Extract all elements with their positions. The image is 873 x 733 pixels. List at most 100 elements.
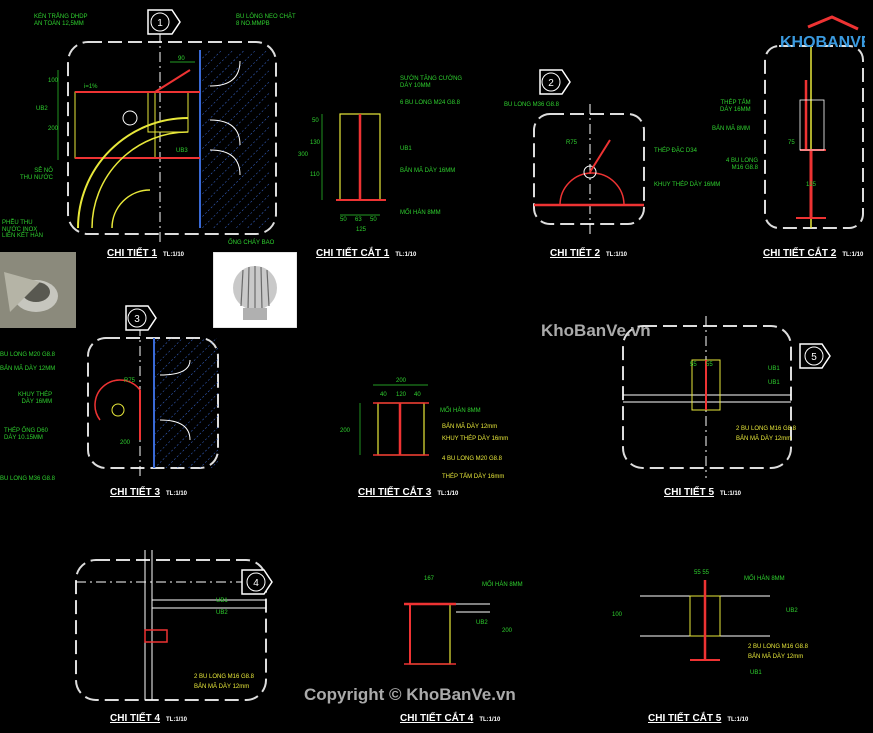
s3-dim-t1: 40 — [380, 392, 387, 398]
section-5-drawing — [640, 580, 770, 661]
s3-label-bulong: 4 BU LONG M20 G8.8 — [442, 456, 503, 462]
detail-4-drawing — [75, 550, 267, 701]
title-detail-3: CHI TIẾT 3 TL:1/10 — [110, 487, 187, 498]
d3-label-thepong-2: DÀY 10.15MM — [4, 434, 43, 441]
watermark: KhoBanVe.vn — [541, 321, 651, 340]
s1-label-ub1: UB1 — [400, 146, 412, 152]
logo-house-icon: KHOBANVE — [780, 15, 872, 51]
logo-text: KHOBANVE — [780, 34, 865, 51]
title-section-3-name: CHI TIẾT CẮT 3 — [358, 487, 432, 498]
title-section-1-scale: TL:1/10 — [395, 252, 417, 258]
s1-label-banma: BẢN MÃ DÀY 16MM — [400, 168, 456, 174]
d4-label-bulong: 2 BU LONG M16 G8.8 — [194, 674, 255, 680]
callout-4-number: 4 — [253, 578, 259, 589]
d3-dim-200: 200 — [120, 440, 131, 446]
d5-label-ub1b: UB1 — [768, 380, 780, 386]
callout-4: 4 — [241, 569, 273, 595]
turbine-vent-photo — [213, 252, 297, 328]
callout-1-number: 1 — [157, 18, 163, 29]
s1-label-bulong: 6 BU LONG M24 G8.8 — [400, 100, 461, 106]
s5-dim-top: 55 55 — [694, 570, 710, 576]
s1-dim-110: 110 — [310, 172, 320, 178]
s1-dim-b4: 125 — [356, 227, 367, 233]
s4-dim-top: 167 — [424, 576, 435, 582]
d2-dim-r75: R75 — [566, 140, 578, 146]
d2-label-khuy: KHUY THÉP DÀY 16MM — [654, 182, 721, 188]
title-detail-3-scale: TL:1/10 — [166, 491, 188, 497]
d4-label-ub2: UB2 — [216, 610, 228, 616]
s5-label-moihan: MỐI HÀN 8MM — [744, 576, 785, 582]
d5-dim-2: 55 — [706, 362, 713, 368]
title-detail-5-name: CHI TIẾT 5 — [664, 487, 715, 498]
d1-label-pheu-2: NƯỚC INOX — [2, 226, 38, 233]
d5-dim-1: 55 — [690, 362, 697, 368]
title-detail-5: CHI TIẾT 5 TL:1/10 — [664, 487, 741, 498]
s5-label-ub1: UB1 — [750, 670, 762, 676]
callout-2-number: 2 — [548, 78, 554, 89]
s2-dim-125: 125 — [806, 182, 817, 188]
title-detail-3-name: CHI TIẾT 3 — [110, 487, 161, 498]
d1-label-pheu-1: PHỄU THU — [2, 220, 33, 226]
s1-label-suon-1: SƯỜN TĂNG CƯỜNG — [400, 76, 463, 82]
d1-label-ub3: UB3 — [176, 148, 188, 154]
title-section-3-scale: TL:1/10 — [437, 491, 459, 497]
section-4-drawing — [404, 602, 490, 665]
title-section-1: CHI TIẾT CẮT 1 TL:1/10 — [316, 248, 416, 259]
s1-dim-300: 300 — [298, 152, 309, 158]
callout-5-number: 5 — [811, 352, 817, 363]
s2-label-bulong-1: 4 BU LONG — [726, 158, 759, 164]
d3-dim-r75: R75 — [124, 378, 136, 384]
d1-label-ken-2: AN TOÀN 12,5MM — [34, 20, 84, 27]
d3-label-bulong20: BU LONG M20 G8.8 — [0, 352, 56, 358]
title-section-5-scale: TL:1/10 — [727, 717, 749, 723]
detail-3-drawing — [87, 326, 219, 480]
s2-label-banma: BẢN MÃ 8MM — [712, 126, 751, 132]
title-section-1-name: CHI TIẾT CẮT 1 — [316, 248, 390, 259]
title-section-4-scale: TL:1/10 — [479, 717, 501, 723]
title-detail-5-scale: TL:1/10 — [720, 491, 742, 497]
s3-dim-top: 200 — [396, 378, 407, 384]
d1-dim-slope: i=1% — [84, 84, 98, 90]
title-detail-1-name: CHI TIẾT 1 — [107, 248, 158, 259]
title-section-5-name: CHI TIẾT CẮT 5 — [648, 713, 722, 724]
s4-dim-side: 200 — [502, 628, 513, 634]
s1-dim-b1: 50 — [340, 217, 347, 223]
d1-label-seno-2: THU NƯỚC — [20, 174, 53, 181]
s4-label-ub2: UB2 — [476, 620, 488, 626]
d5-label-ub1a: UB1 — [768, 366, 780, 372]
d1-label-bulong-1: BU LÔNG NEO CHẶT — [236, 14, 296, 20]
s2-label-theptam-2: DÀY 16MM — [720, 106, 751, 113]
title-detail-4-scale: TL:1/10 — [166, 717, 188, 723]
s3-label-moihan: MỐI HÀN 8MM — [440, 408, 481, 414]
section-2-drawing — [764, 45, 864, 229]
d2-label-thepdac: THÉP ĐẶC D34 — [654, 148, 697, 154]
title-detail-2-name: CHI TIẾT 2 — [550, 248, 601, 259]
s3-label-theptam: THÉP TẤM DÀY 16mm — [442, 474, 505, 480]
s5-label-bulong: 2 BU LONG M16 G8.8 — [748, 644, 809, 650]
s5-label-ub2: UB2 — [786, 608, 798, 614]
d1-dim-90: 90 — [178, 56, 185, 62]
d3-label-khuy-2: DÀY 16MM — [21, 398, 53, 405]
callout-2: 2 — [539, 69, 571, 95]
callout-1: 1 — [147, 9, 181, 35]
d5-label-bulong: 2 BU LONG M16 G8.8 — [736, 426, 797, 432]
callout-3: 3 — [125, 305, 157, 331]
section-1-drawing — [321, 113, 386, 216]
d3-label-bulong36: BU LONG M36 G8.8 — [0, 476, 56, 482]
detail-1-drawing — [57, 32, 277, 245]
d1-dim-200: 200 — [48, 126, 59, 132]
s3-dim-t3: 40 — [414, 392, 421, 398]
s3-label-banma: BẢN MÃ DÀY 12mm — [442, 424, 498, 430]
d3-label-thepong-1: THÉP ỐNG D60 — [4, 428, 48, 434]
s1-label-moihan: MỐI HÀN 8MM — [400, 210, 441, 216]
